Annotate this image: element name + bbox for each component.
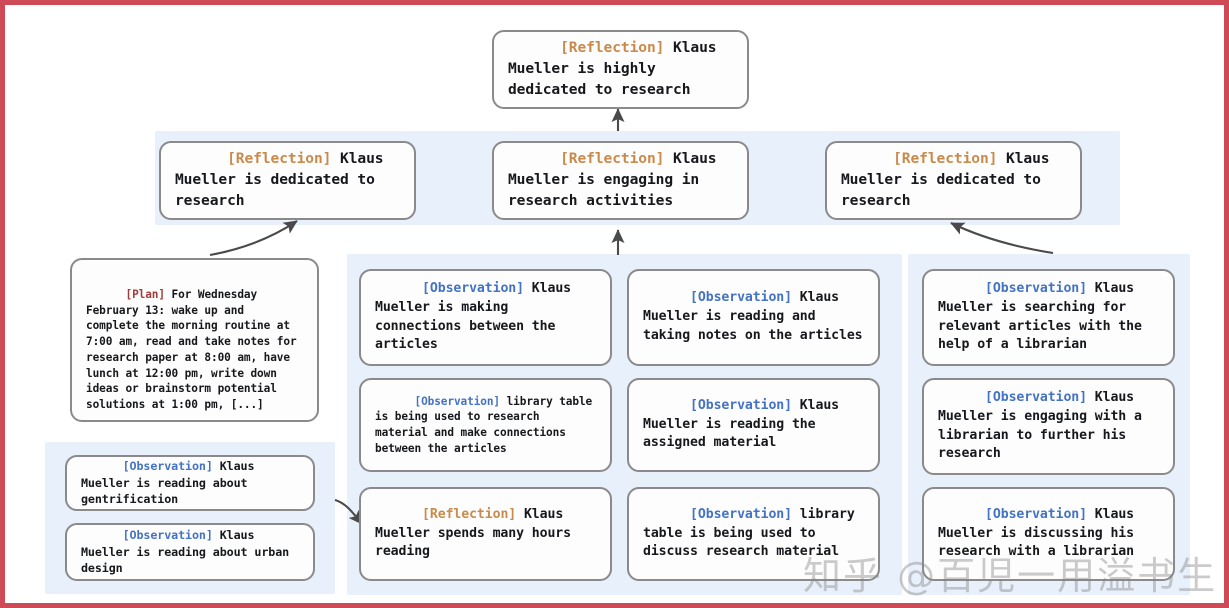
node-observation-bl-1-text: [Observation] Klaus Mueller is reading a…: [81, 441, 299, 524]
node-observation-c3-3[interactable]: [Observation] Klaus Mueller is discussin…: [922, 487, 1175, 581]
observation-body: Klaus Mueller is reading the assigned ma…: [643, 397, 847, 451]
node-plan[interactable]: [Plan] For Wednesday February 13: wake u…: [70, 258, 319, 422]
observation-body: Klaus Mueller is discussing his research…: [938, 506, 1142, 560]
node-observation-c2-3-text: [Observation] library table is being use…: [643, 487, 864, 581]
node-plan-text: [Plan] For Wednesday February 13: wake u…: [86, 271, 303, 429]
observation-tag: [Observation]: [985, 390, 1087, 406]
reflection-body: Klaus Mueller is dedicated to research: [175, 150, 393, 209]
reflection-body: Klaus Mueller is engaging in research ac…: [508, 150, 726, 209]
node-observation-c1-1[interactable]: [Observation] Klaus Mueller is making co…: [359, 269, 612, 366]
node-observation-c2-1-text: [Observation] Klaus Mueller is reading a…: [643, 271, 864, 365]
observation-tag: [Observation]: [985, 281, 1087, 297]
node-observation-c2-2-text: [Observation] Klaus Mueller is reading t…: [643, 378, 864, 472]
node-top-reflection-text: [Reflection] Klaus Mueller is highly ded…: [508, 18, 733, 122]
node-reflection-right[interactable]: [Reflection] Klaus Mueller is dedicated …: [825, 141, 1082, 220]
node-observation-c2-1[interactable]: [Observation] Klaus Mueller is reading a…: [627, 269, 880, 366]
plan-body: For Wednesday February 13: wake up and c…: [86, 287, 304, 411]
node-reflection-c1-3[interactable]: [Reflection] Klaus Mueller spends many h…: [359, 487, 612, 581]
observation-body: Klaus Mueller is reading about gentrific…: [81, 459, 262, 507]
reflection-body: Klaus Mueller spends many hours reading: [375, 506, 579, 560]
observation-tag: [Observation]: [122, 459, 213, 474]
observation-body: library table is being used to research …: [375, 394, 599, 455]
node-observation-c1-2-text: [Observation] library table is being use…: [375, 378, 596, 473]
reflection-tag: [Reflection]: [560, 150, 665, 168]
node-reflection-right-text: [Reflection] Klaus Mueller is dedicated …: [841, 129, 1066, 233]
observation-tag: [Observation]: [690, 506, 792, 522]
node-reflection-c1-3-text: [Reflection] Klaus Mueller spends many h…: [375, 487, 596, 581]
observation-tag: [Observation]: [985, 506, 1087, 522]
observation-tag: [Observation]: [122, 528, 213, 543]
node-observation-c2-3[interactable]: [Observation] library table is being use…: [627, 487, 880, 581]
node-observation-c3-3-text: [Observation] Klaus Mueller is discussin…: [938, 487, 1159, 581]
plan-tag: [Plan]: [125, 287, 165, 301]
node-observation-c3-1-text: [Observation] Klaus Mueller is searching…: [938, 261, 1159, 373]
reflection-body: Klaus Mueller is highly dedicated to res…: [508, 39, 726, 98]
node-observation-c2-2[interactable]: [Observation] Klaus Mueller is reading t…: [627, 378, 880, 472]
observation-body: Klaus Mueller is searching for relevant …: [938, 281, 1150, 353]
node-reflection-mid[interactable]: [Reflection] Klaus Mueller is engaging i…: [492, 141, 749, 220]
observation-body: Klaus Mueller is reading about urban des…: [81, 528, 297, 576]
reflection-tag: [Reflection]: [560, 39, 665, 57]
node-observation-c1-2[interactable]: [Observation] library table is being use…: [359, 378, 612, 472]
node-observation-c3-2-text: [Observation] Klaus Mueller is engaging …: [938, 370, 1159, 482]
reflection-tag: [Reflection]: [893, 150, 998, 168]
observation-body: Klaus Mueller is reading and taking note…: [643, 290, 863, 343]
node-observation-bl-2-text: [Observation] Klaus Mueller is reading a…: [81, 510, 299, 593]
node-top-reflection[interactable]: [Reflection] Klaus Mueller is highly ded…: [492, 30, 749, 109]
observation-tag: [Observation]: [414, 394, 501, 408]
observation-body: library table is being used to discuss r…: [643, 506, 863, 560]
node-observation-c3-1[interactable]: [Observation] Klaus Mueller is searching…: [922, 269, 1175, 366]
observation-tag: [Observation]: [690, 397, 792, 413]
node-observation-c1-1-text: [Observation] Klaus Mueller is making co…: [375, 261, 596, 373]
observation-tag: [Observation]: [422, 281, 524, 297]
observation-body: Klaus Mueller is engaging with a librari…: [938, 390, 1150, 462]
node-observation-bl-2[interactable]: [Observation] Klaus Mueller is reading a…: [65, 523, 315, 581]
node-observation-c3-2[interactable]: [Observation] Klaus Mueller is engaging …: [922, 378, 1175, 475]
reflection-tag: [Reflection]: [422, 506, 517, 522]
reflection-tag: [Reflection]: [227, 150, 332, 168]
node-reflection-left-text: [Reflection] Klaus Mueller is dedicated …: [175, 129, 400, 233]
observation-tag: [Observation]: [690, 290, 792, 306]
observation-body: Klaus Mueller is making connections betw…: [375, 281, 579, 353]
reflection-body: Klaus Mueller is dedicated to research: [841, 150, 1059, 209]
node-observation-bl-1[interactable]: [Observation] Klaus Mueller is reading a…: [65, 455, 315, 511]
node-reflection-left[interactable]: [Reflection] Klaus Mueller is dedicated …: [159, 141, 416, 220]
node-reflection-mid-text: [Reflection] Klaus Mueller is engaging i…: [508, 129, 733, 233]
